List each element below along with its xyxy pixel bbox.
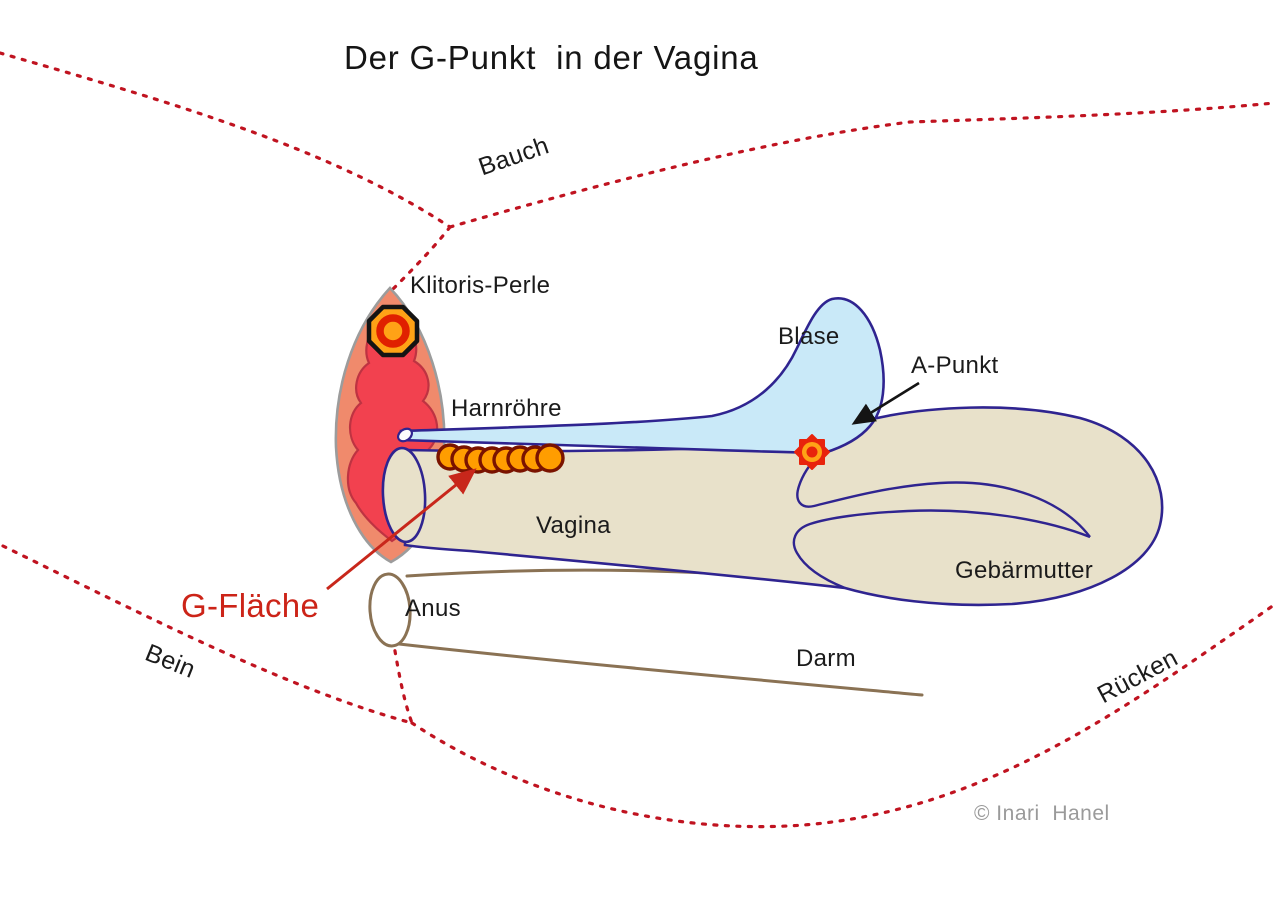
- g-area-bumps: [436, 443, 565, 474]
- label-harnroehre: Harnröhre: [451, 395, 562, 422]
- label-blase: Blase: [778, 323, 840, 350]
- label-klitoris-perle: Klitoris-Perle: [410, 272, 551, 299]
- bladder-urethra-shape: [399, 297, 885, 455]
- contour-upper-left: [0, 51, 452, 229]
- page-title: Der G-Punkt in der Vagina: [344, 39, 759, 76]
- a-punkt-marker: [794, 434, 830, 470]
- uterine-cavity-lines: [792, 421, 1091, 590]
- label-darm: Darm: [796, 645, 856, 672]
- label-vagina: Vagina: [536, 512, 611, 539]
- g-flaeche-arrow: [326, 468, 477, 591]
- anterior-fornix-line: [796, 421, 1091, 538]
- label-g-flaeche: G-Fläche: [181, 587, 320, 624]
- contour-ruecken: [410, 603, 1274, 829]
- contour-bein: [1, 544, 414, 725]
- label-a-punkt: A-Punkt: [911, 352, 999, 379]
- posterior-fornix-line: [792, 509, 1091, 590]
- urethra-opening-shape: [396, 427, 414, 443]
- rectum-lower-line: [397, 642, 924, 697]
- label-gebaermutter: Gebärmutter: [955, 557, 1094, 584]
- label-anus: Anus: [405, 595, 461, 622]
- contour-bauch: [448, 101, 1274, 229]
- credit-text: © Inari Hanel: [974, 802, 1110, 825]
- anus-shape: [368, 572, 412, 648]
- a-punkt-arrow: [851, 381, 920, 425]
- klitoris-perle-marker: [366, 304, 420, 358]
- a-punkt-center: [806, 446, 818, 458]
- klitoris-ring: [376, 314, 410, 348]
